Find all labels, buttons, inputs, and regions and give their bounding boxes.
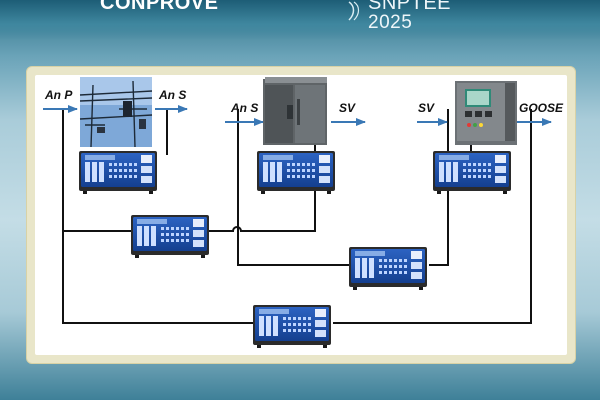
top-band xyxy=(0,0,600,40)
label-an-s-1: An S xyxy=(158,88,186,102)
label-goose: GOOSE xyxy=(519,101,564,115)
signal-arrows xyxy=(43,105,552,126)
test-set-1 xyxy=(79,151,157,194)
test-set-5 xyxy=(349,247,427,290)
label-sv-1: SV xyxy=(339,101,356,115)
label-an-p: An P xyxy=(44,88,73,102)
test-set-4 xyxy=(131,215,209,258)
substation-photo xyxy=(79,77,153,148)
line-set6-goose xyxy=(333,109,532,324)
line-an-s-set5 xyxy=(237,109,351,266)
label-sv-2: SV xyxy=(418,101,435,115)
snptee-logo-name: SNPTEE xyxy=(368,0,452,14)
connection-lines xyxy=(62,109,532,324)
snptee-logo-icon xyxy=(348,1,360,21)
line-an-p-bus xyxy=(62,109,253,324)
test-setup-diagram: An P An S An S SV SV GOOSE xyxy=(43,77,564,348)
snptee-logo: SNPTEE 2025 xyxy=(368,0,451,32)
snptee-logo-year: 2025 xyxy=(368,12,413,33)
protection-relay-1 xyxy=(263,77,327,145)
protection-relay-2 xyxy=(455,81,517,145)
diagram-panel: An P An S An S SV SV GOOSE xyxy=(26,66,576,364)
test-set-2 xyxy=(257,151,335,194)
label-an-s-2: An S xyxy=(230,101,258,115)
conprove-logo: CONPROVE xyxy=(100,0,219,14)
test-set-6 xyxy=(253,305,331,348)
test-set-3 xyxy=(433,151,511,194)
diagram-canvas: An P An S An S SV SV GOOSE xyxy=(35,75,567,355)
